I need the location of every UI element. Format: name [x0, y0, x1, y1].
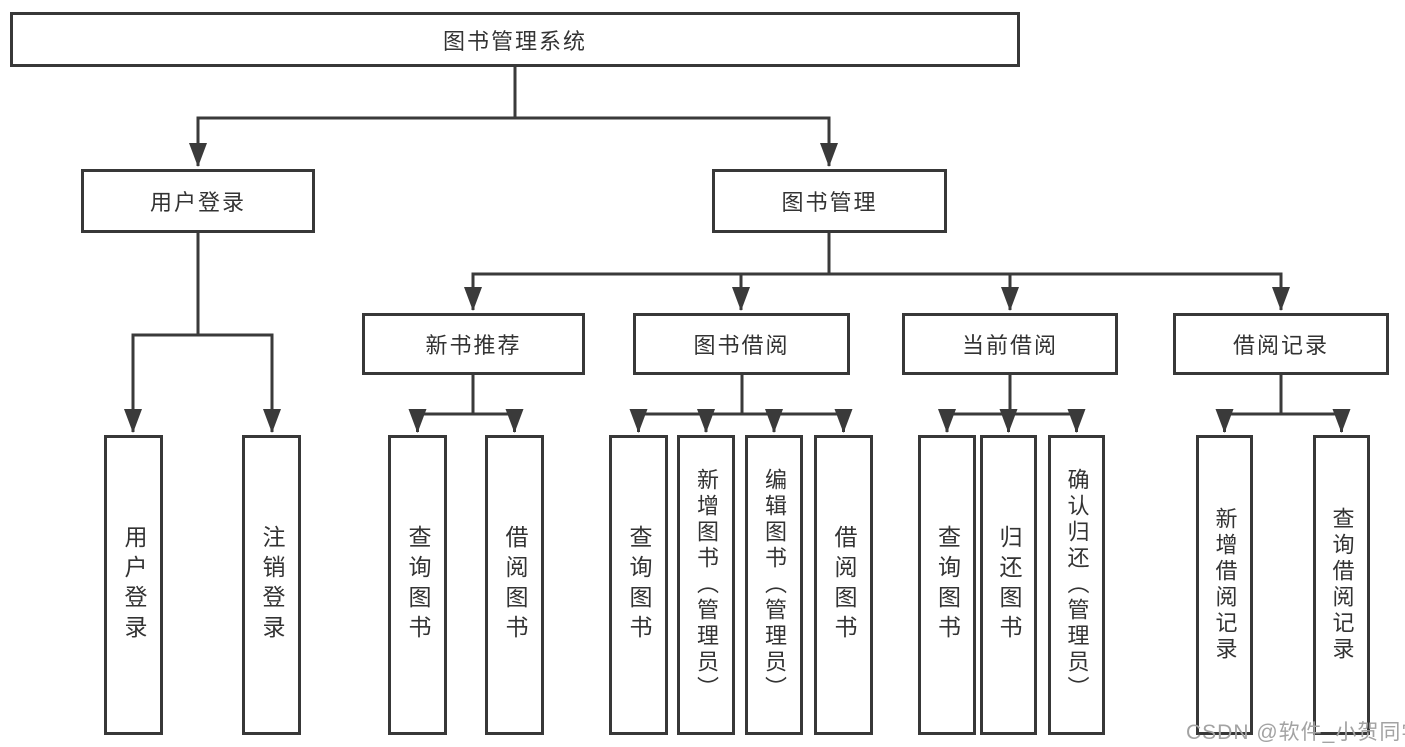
connector-borrow-records: [1223, 375, 1343, 416]
node-leaf-query-books-borrow: 查询图书: [609, 435, 668, 735]
connector-book-borrow: [637, 375, 845, 416]
node-leaf-return-book: 归还图书: [980, 435, 1037, 735]
node-leaf-query-books-current: 查询图书: [918, 435, 976, 735]
node-leaf-query-borrow-record: 查询借阅记录: [1313, 435, 1370, 735]
node-leaf-query-books-recommend: 查询图书: [388, 435, 447, 735]
node-leaf-add-book-admin: 新增图书（管理员）: [677, 435, 735, 735]
node-leaf-logout: 注销登录: [242, 435, 301, 735]
node-book-management: 图书管理: [712, 169, 947, 233]
node-user-login: 用户登录: [81, 169, 315, 233]
node-leaf-borrow-books-recommend: 借阅图书: [485, 435, 544, 735]
connector-user-login: [131, 233, 274, 337]
node-leaf-add-borrow-record: 新增借阅记录: [1196, 435, 1253, 735]
node-leaf-borrow-books: 借阅图书: [814, 435, 873, 735]
node-current-borrow: 当前借阅: [902, 313, 1118, 375]
connector-book-management: [471, 233, 1283, 276]
node-borrow-records: 借阅记录: [1173, 313, 1389, 375]
connector-current-borrow: [945, 375, 1078, 416]
watermark-text: CSDN @软件_小贺同学: [1186, 721, 1405, 744]
node-leaf-edit-book-admin: 编辑图书（管理员）: [745, 435, 803, 735]
connector-new-book: [416, 375, 516, 416]
connector-root: [196, 67, 831, 120]
node-leaf-user-login: 用户登录: [104, 435, 163, 735]
node-book-borrow: 图书借阅: [633, 313, 850, 375]
node-leaf-confirm-return-admin: 确认归还（管理员）: [1048, 435, 1105, 735]
node-library-system: 图书管理系统: [10, 12, 1020, 67]
node-new-book-recommend: 新书推荐: [362, 313, 585, 375]
